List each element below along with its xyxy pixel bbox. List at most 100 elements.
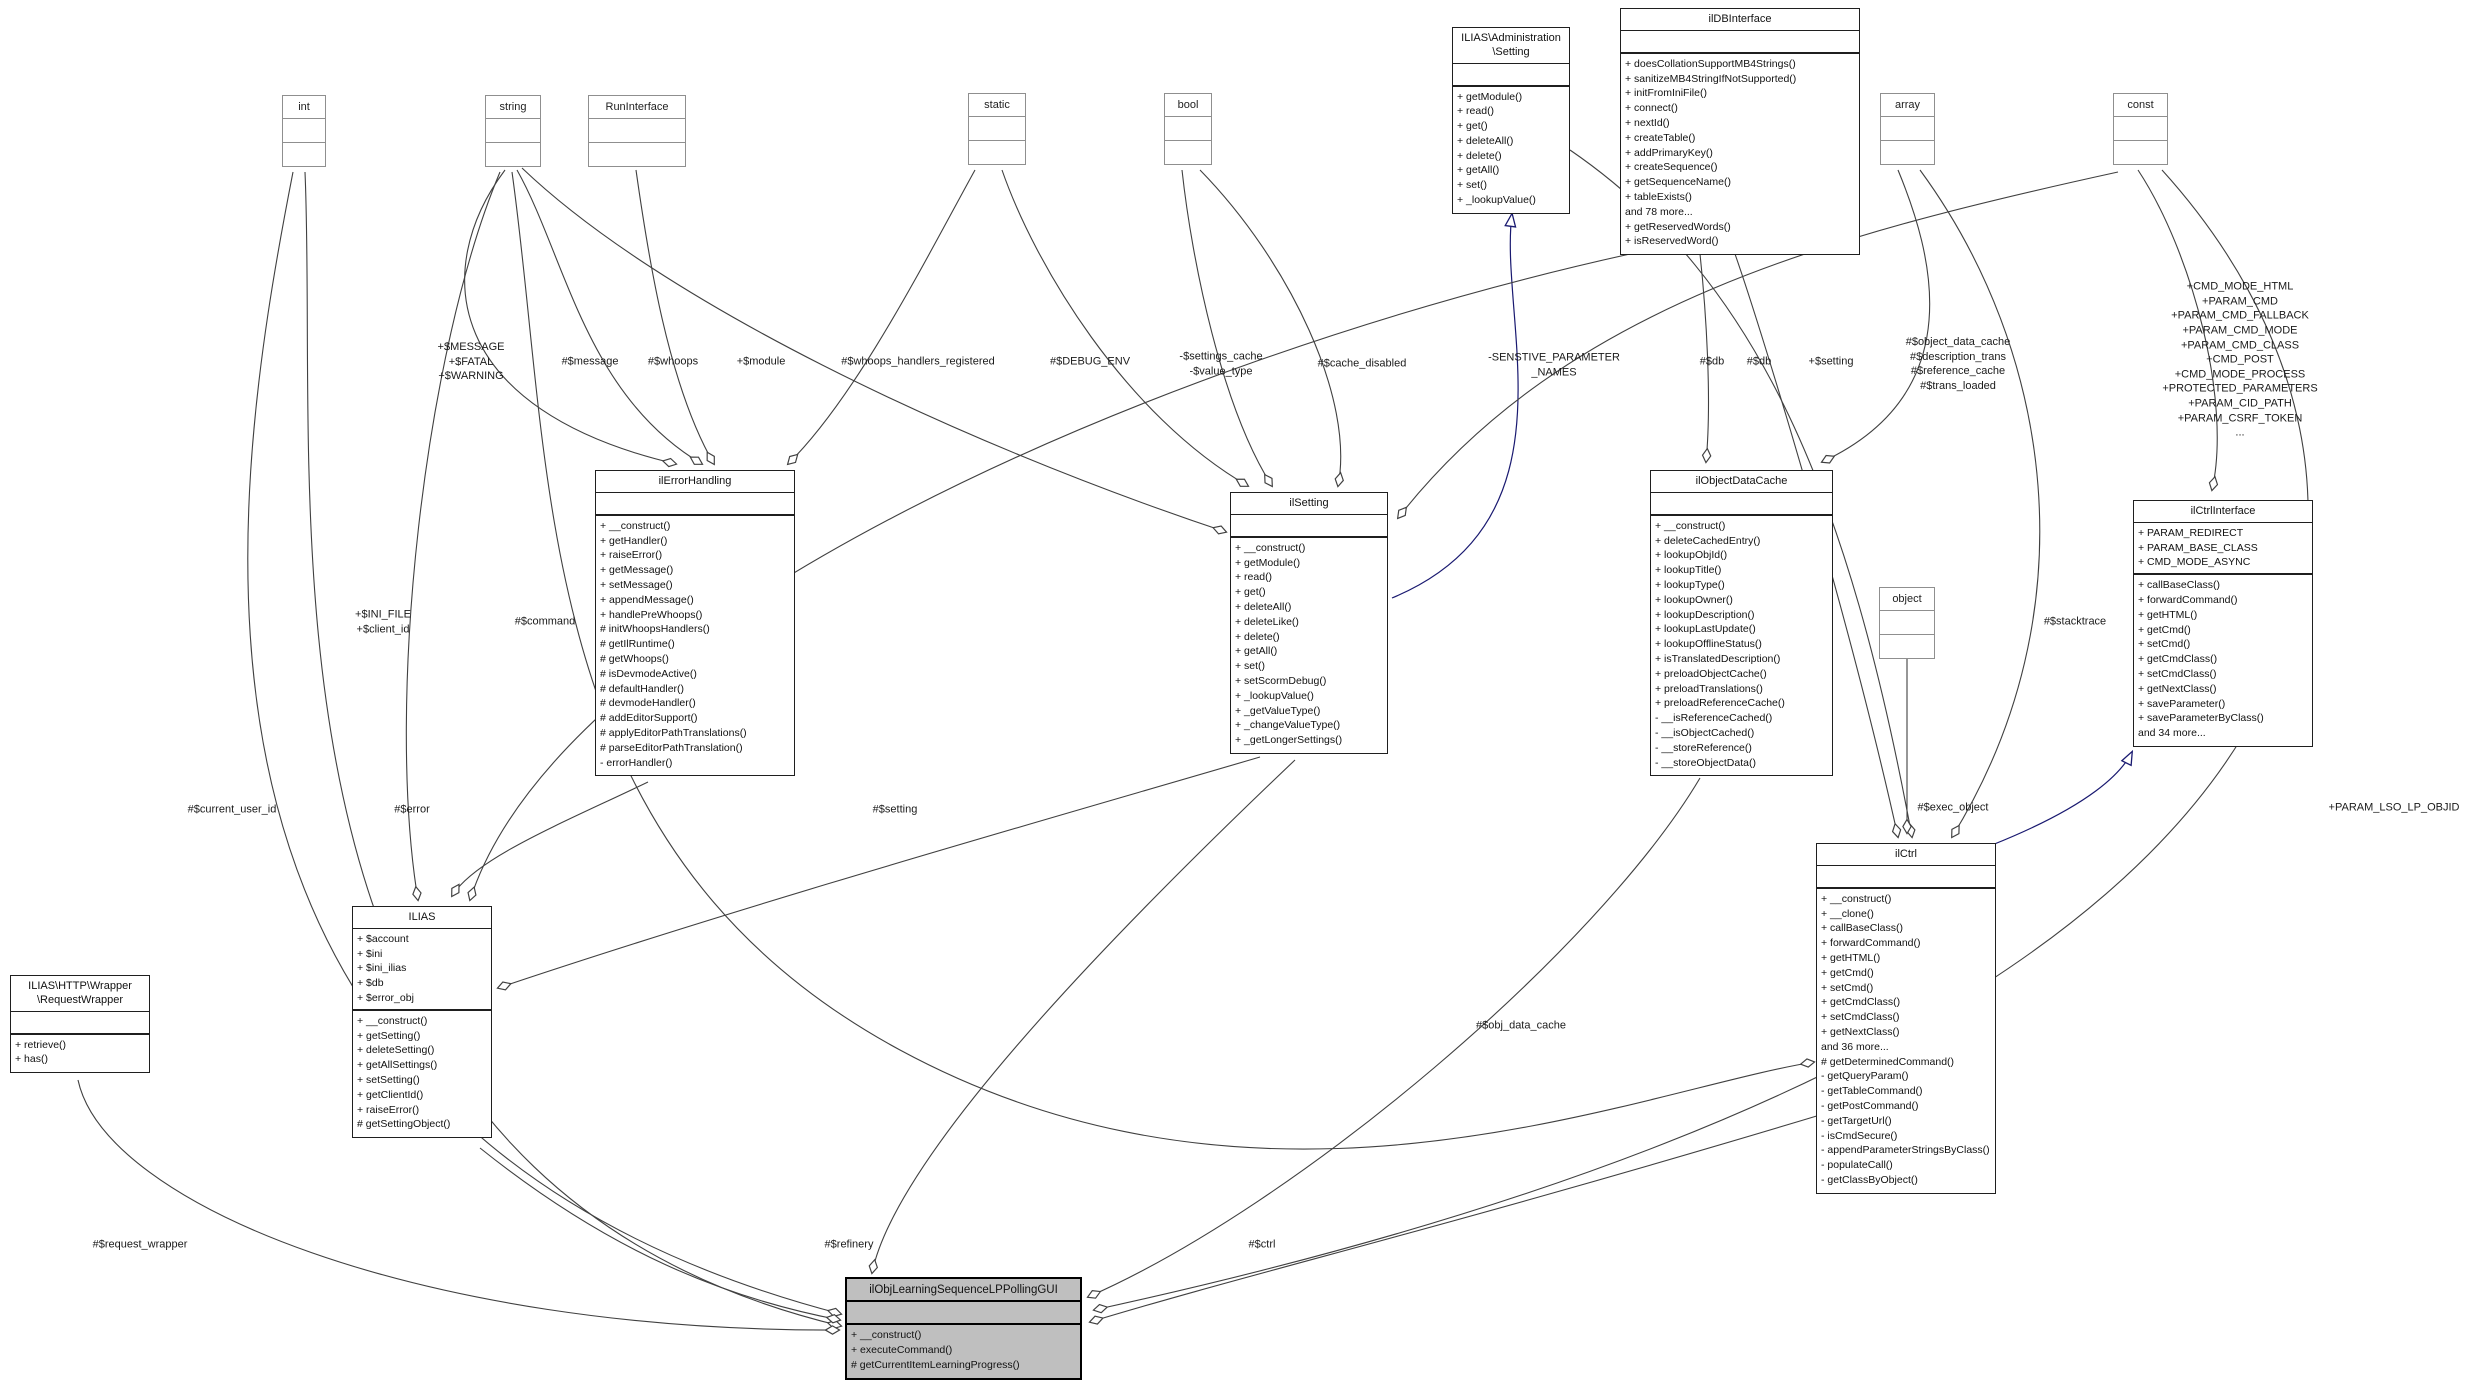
method: + handlePreWhoops(): [600, 608, 703, 621]
method: + getModule(): [1235, 556, 1301, 569]
method: and 78 more...: [1625, 205, 1693, 218]
method: - populateCall(): [1821, 1159, 1893, 1172]
attribute: + PARAM_BASE_CLASS: [2138, 541, 2258, 554]
class-static[interactable]: static: [968, 93, 1026, 165]
class-ilobjectdatacache[interactable]: ilObjectDataCache + __construct()+ delet…: [1650, 470, 1833, 777]
method: + getSequenceName(): [1625, 176, 1731, 189]
method: + set(): [1235, 660, 1266, 673]
class-ilias[interactable]: ILIAS + $account+ $ini+ $ini_ilias+ $db+…: [352, 906, 492, 1139]
class-methods: + doesCollationSupportMB4Strings()+ sani…: [1621, 54, 1859, 254]
method: + retrieve(): [15, 1038, 67, 1051]
method: - getPostCommand(): [1821, 1099, 1919, 1112]
edge-label: #$current_user_id: [187, 803, 277, 816]
method: + get(): [1235, 586, 1266, 599]
method: # devmodeHandler(): [600, 697, 696, 710]
class-ilctrl[interactable]: ilCtrl + __construct()+ __clone()+ callB…: [1816, 843, 1996, 1194]
edge-message: [516, 169, 704, 465]
class-title: static: [969, 94, 1025, 117]
class-ildbinterface[interactable]: ilDBInterface + doesCollationSupportMB4S…: [1620, 8, 1860, 256]
edge-label: #$stacktrace: [2043, 615, 2107, 628]
method: + isReservedWord(): [1625, 235, 1719, 248]
method: + callBaseClass(): [2138, 579, 2220, 592]
method: + getHTML(): [1821, 951, 1881, 964]
method: + getClientId(): [357, 1088, 424, 1101]
edge-label: #$whoops_handlers_registered: [841, 355, 995, 368]
class-title: object: [1880, 588, 1934, 611]
method: + getMessage(): [600, 564, 674, 577]
method: + doesCollationSupportMB4Strings(): [1625, 57, 1796, 70]
method: + set(): [1457, 179, 1488, 192]
method: + setCmdClass(): [2138, 667, 2217, 680]
class-methods: + __construct()+ deleteCachedEntry()+ lo…: [1651, 516, 1832, 776]
class-methods: + retrieve()+ has(): [11, 1035, 149, 1073]
method: + _lookupValue(): [1235, 689, 1314, 702]
method: + tableExists(): [1625, 190, 1692, 203]
class-title: array: [1881, 94, 1934, 117]
class-methods: + __construct()+ getHandler()+ raiseErro…: [596, 516, 794, 776]
method: + lookupDescription(): [1655, 608, 1755, 621]
edge-label: +$setting: [1808, 355, 1854, 368]
method: + __construct(): [1821, 892, 1892, 905]
method: + getAll(): [1457, 164, 1500, 177]
method: + saveParameter(): [2138, 697, 2226, 710]
edge-label: #$object_data_cache #$description_trans …: [1905, 335, 2011, 392]
method: + lookupOwner(): [1655, 593, 1733, 606]
method: + getCmd(): [1821, 966, 1874, 979]
method: + setCmdClass(): [1821, 1011, 1900, 1024]
class-int[interactable]: int: [282, 95, 326, 167]
edge-ilias-gui: [479, 1147, 842, 1324]
method: + nextId(): [1625, 116, 1670, 129]
class-methods: + callBaseClass()+ forwardCommand()+ get…: [2134, 575, 2312, 746]
attributes-compartment: [283, 119, 325, 143]
class-ilobjlearningsequencelppollinggui[interactable]: ilObjLearningSequenceLPPollingGUI + __co…: [845, 1277, 1082, 1380]
class-const[interactable]: const: [2113, 93, 2168, 165]
method: + addPrimaryKey(): [1625, 146, 1713, 159]
class-array[interactable]: array: [1880, 93, 1935, 165]
method: + deleteAll(): [1457, 134, 1514, 147]
method: # defaultHandler(): [600, 682, 685, 695]
edge-label: #$obj_data_cache: [1476, 1019, 1566, 1032]
method: + isTranslatedDescription(): [1655, 652, 1781, 665]
method: + __construct(): [600, 519, 671, 532]
attribute: + PARAM_REDIRECT: [2138, 526, 2244, 539]
class-string[interactable]: string: [485, 95, 541, 167]
method: + setScormDebug(): [1235, 674, 1327, 687]
class-object[interactable]: object: [1879, 587, 1935, 659]
class-ilias-administration-setting[interactable]: ILIAS\Administration \Setting + getModul…: [1452, 27, 1570, 214]
method: - isCmdSecure(): [1821, 1129, 1898, 1142]
class-ilsetting[interactable]: ilSetting + __construct()+ getModule()+ …: [1230, 492, 1388, 754]
method: # applyEditorPathTranslations(): [600, 726, 747, 739]
edge-message-consts: [464, 169, 678, 468]
edge-refinery: [868, 759, 1296, 1275]
class-ilerrorhandling[interactable]: ilErrorHandling + __construct()+ getHand…: [595, 470, 795, 777]
class-methods: + getModule()+ read()+ get()+ deleteAll(…: [1453, 87, 1569, 213]
edge-ctrl: [1088, 1114, 1821, 1325]
method: + lookupObjId(): [1655, 549, 1728, 562]
methods-compartment: [589, 143, 685, 166]
method: + delete(): [1235, 630, 1280, 643]
class-requestwrapper[interactable]: ILIAS\HTTP\Wrapper \RequestWrapper + ret…: [10, 975, 150, 1074]
method: # getCurrentItemLearningProgress(): [851, 1358, 1020, 1371]
edge-label: +$module: [736, 355, 786, 368]
attribute: + $account: [357, 932, 409, 945]
class-title: ilObjectDataCache: [1651, 471, 1832, 493]
edge-label: -SENSTIVE_PARAMETER _NAMES: [1488, 351, 1620, 378]
class-attributes: [1621, 31, 1859, 54]
class-bool[interactable]: bool: [1164, 93, 1212, 165]
edge-label: #$DEBUG_ENV: [1049, 355, 1131, 368]
method: and 34 more...: [2138, 727, 2206, 740]
class-title: bool: [1165, 94, 1211, 117]
method: + __construct(): [1235, 541, 1306, 554]
method: + setSetting(): [357, 1073, 420, 1086]
method: + _getLongerSettings(): [1235, 734, 1343, 747]
method: + _getValueType(): [1235, 704, 1321, 717]
class-ilctrlinterface[interactable]: ilCtrlInterface + PARAM_REDIRECT+ PARAM_…: [2133, 500, 2313, 747]
edge-label: #$command: [514, 615, 576, 628]
method: + get(): [1457, 120, 1488, 133]
class-attributes: [1651, 493, 1832, 516]
method: - getTableCommand(): [1821, 1085, 1923, 1098]
methods-compartment: [969, 141, 1025, 164]
class-runinterface[interactable]: RunInterface: [588, 95, 686, 167]
class-title: ilObjLearningSequenceLPPollingGUI: [847, 1279, 1080, 1303]
